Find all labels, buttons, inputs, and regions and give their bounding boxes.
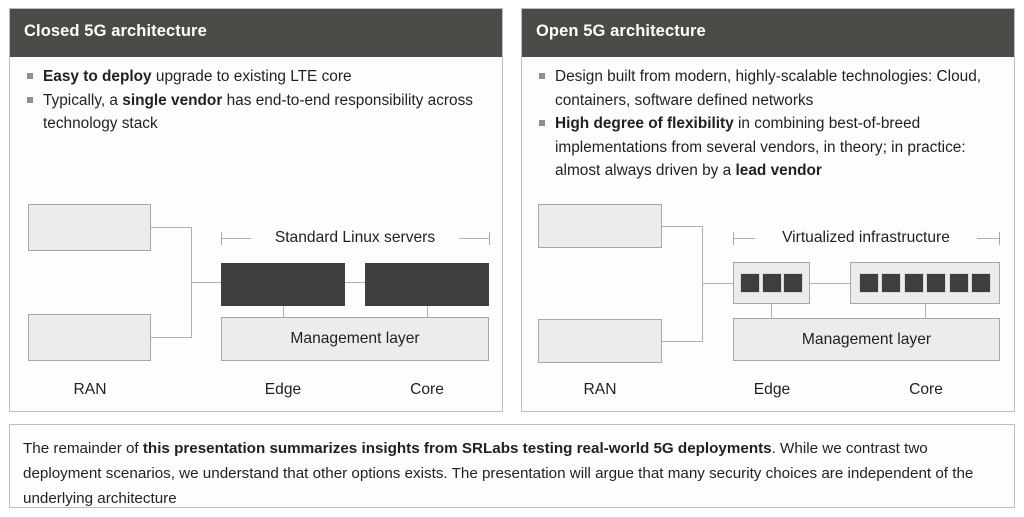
bracket-tick-right [999, 232, 1000, 245]
edge-chip [740, 273, 761, 293]
column-label-edge: Edge [753, 381, 791, 398]
ran-box-lower [538, 319, 662, 363]
ran-box-upper [538, 204, 662, 248]
bullet-text-bold: lead vendor [735, 162, 822, 179]
footer-text-part: The remainder of [23, 440, 143, 457]
bullet-list-open: Design built from modern, highly-scalabl… [538, 65, 1004, 183]
footer-panel: The remainder of this presentation summa… [9, 424, 1015, 508]
footer-text-bold: this presentation summarizes insights fr… [142, 440, 772, 457]
connector-spine [191, 227, 192, 338]
bullet-text: Design built from modern, highly-scalabl… [555, 68, 982, 109]
panel-title-closed: Closed 5G architecture [24, 22, 207, 40]
column-label-core: Core [909, 381, 943, 398]
column-label-edge: Edge [264, 381, 302, 398]
connector-spine-to-edge [191, 282, 221, 283]
bullet-square-icon [27, 96, 33, 103]
connector-ran-lower [151, 337, 191, 338]
column-label-core: Core [410, 381, 444, 398]
bullet-text: has end-to-end responsibility across tec… [43, 91, 473, 133]
bullet-item: Easy to deploy upgrade to existing LTE c… [26, 65, 492, 89]
core-chip [858, 273, 879, 293]
connector-ran-upper [151, 227, 191, 228]
column-label-ran: RAN [583, 381, 617, 398]
core-chip [926, 273, 947, 293]
bullet-text-bold: single vendor [122, 91, 223, 109]
bullet-text-bold: Easy to deploy [43, 68, 152, 85]
connector-ran-lower [662, 341, 702, 342]
core-chip [881, 273, 902, 293]
footer-text-part: . While we contrast two deployment scena… [23, 440, 974, 507]
connector-spine [702, 226, 703, 342]
connector-edge-mgmt [283, 306, 284, 317]
bracket-label-open: Virtualized infrastructure [782, 229, 950, 246]
ran-box-lower [28, 314, 151, 361]
connector-edge-core [810, 283, 850, 284]
bracket-tick-right [489, 232, 490, 245]
edge-chip [761, 273, 782, 293]
bullet-text: in combining best-of-breed implementatio… [555, 115, 966, 179]
bullet-item: High degree of flexibility in combining … [538, 112, 1004, 183]
connector-spine-to-edge [702, 283, 733, 284]
bullet-list-closed: Easy to deploy upgrade to existing LTE c… [26, 65, 492, 136]
bullet-square-icon [539, 73, 545, 79]
core-chip [971, 273, 992, 293]
management-layer-closed: Management layer [221, 317, 489, 361]
core-block [365, 263, 489, 306]
panel-header-closed: Closed 5G architecture [10, 9, 502, 57]
bracket-arm-right [977, 238, 999, 239]
bracket-arm-left [733, 238, 755, 239]
core-container [850, 262, 1000, 304]
core-chip [948, 273, 969, 293]
column-label-ran: RAN [73, 381, 107, 398]
bracket-arm-right [459, 238, 489, 239]
bullet-item: Typically, a single vendor has end-to-en… [26, 89, 492, 136]
bullet-text: upgrade to existing LTE core [151, 68, 352, 85]
edge-block [221, 263, 345, 306]
bracket-tick-left [221, 232, 222, 245]
bullet-square-icon [539, 120, 545, 126]
edge-container [733, 262, 810, 304]
bullet-text-bold: High degree of flexibility [555, 115, 734, 132]
bullet-item: Design built from modern, highly-scalabl… [538, 65, 1004, 112]
panel-title-open: Open 5G architecture [536, 22, 706, 40]
connector-core-mgmt [427, 306, 428, 317]
bullet-square-icon [27, 73, 33, 79]
footer-text: The remainder of this presentation summa… [23, 436, 1001, 511]
panel-open-architecture: Open 5G architecture Design built from m… [521, 8, 1015, 412]
bracket-label-closed: Standard Linux servers [274, 229, 436, 246]
connector-edge-core [345, 282, 365, 283]
connector-edge-mgmt [771, 304, 772, 318]
panel-header-open: Open 5G architecture [522, 9, 1014, 57]
bracket-tick-left [733, 232, 734, 245]
bracket-arm-left [221, 238, 251, 239]
edge-chip [782, 273, 803, 293]
ran-box-upper [28, 204, 151, 251]
core-chip [903, 273, 924, 293]
bullet-text: Typically, a [43, 91, 123, 109]
management-layer-open: Management layer [733, 318, 1000, 361]
connector-ran-upper [662, 226, 702, 227]
connector-core-mgmt [925, 304, 926, 318]
panel-closed-architecture: Closed 5G architecture Easy to deploy up… [9, 8, 503, 412]
